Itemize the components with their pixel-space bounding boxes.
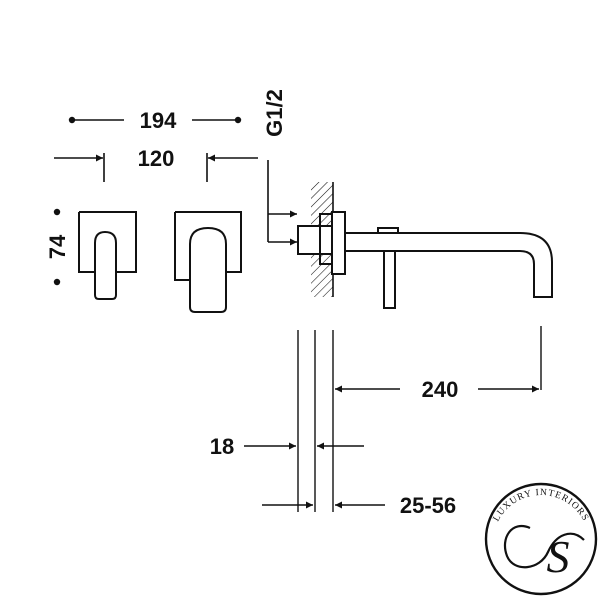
- control-plate-right: [174, 211, 242, 313]
- lever-handle-right: [189, 226, 227, 313]
- lever-handle-left: [94, 230, 117, 300]
- logo-monogram: S: [547, 531, 570, 582]
- logo-outer-ring: [484, 482, 598, 596]
- extension-lines: [297, 326, 542, 512]
- dimension-label-lever-spacing: 120: [138, 146, 175, 171]
- dimension-dot-right: [234, 116, 242, 124]
- dimension-plate-height: 74: [45, 208, 70, 286]
- lever-side: [383, 250, 396, 309]
- dimension-label-spout-reach: 240: [422, 377, 459, 402]
- dimension-label-overall-width: 194: [140, 108, 177, 133]
- control-plate-left: [78, 211, 137, 300]
- dimension-connection: G1/2: [262, 89, 297, 246]
- dimension-label-wall-range: 25-56: [400, 493, 456, 518]
- cover-plate-inner: [319, 213, 333, 265]
- dimension-label-plate-depth: 18: [210, 434, 234, 459]
- dimension-dot-bottom: [53, 278, 61, 286]
- embedded-body: [297, 225, 333, 255]
- spout-side-view: [297, 211, 553, 309]
- luxury-interiors-logo-icon: LUXURY INTERIORS S: [484, 482, 598, 596]
- spout-tube: [345, 232, 553, 298]
- logo-swirl: [504, 525, 585, 569]
- cover-plate-side: [331, 211, 346, 275]
- dimension-dot-top: [53, 208, 61, 216]
- lever-top: [377, 227, 399, 233]
- dimension-label-connection: G1/2: [262, 89, 287, 137]
- dimension-wall-range: 25-56: [262, 493, 456, 518]
- dimension-lever-spacing: 120: [54, 146, 258, 182]
- dimension-label-plate-height: 74: [45, 234, 70, 259]
- dimension-plate-depth: 18: [210, 434, 364, 459]
- dimension-spout-reach: 240: [335, 377, 539, 402]
- dimension-overall-width: 194: [68, 108, 242, 133]
